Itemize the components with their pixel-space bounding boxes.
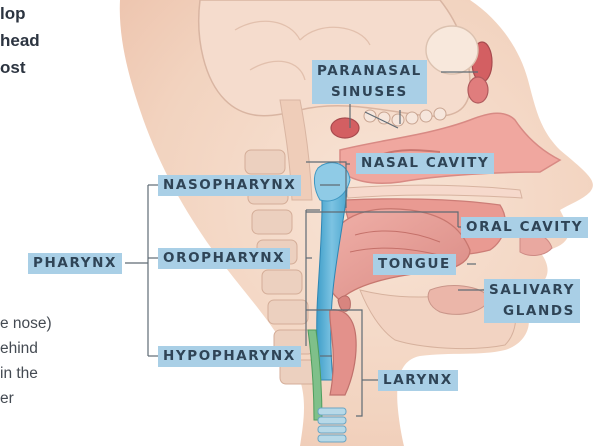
label-oropharynx: OROPHARYNX xyxy=(158,248,290,269)
intro-text-fragment: lop head ost xyxy=(0,0,40,81)
side-text-line: in the xyxy=(0,361,52,386)
label-hypopharynx: HYPOPHARYNX xyxy=(158,346,301,367)
label-salivary-glands: SALIVARY GLANDS xyxy=(484,279,580,323)
intro-line: head xyxy=(0,27,40,54)
eye-socket xyxy=(426,26,478,74)
label-oral-cavity: ORAL CAVITY xyxy=(461,217,588,238)
side-text-fragment: e nose) ehind in the er xyxy=(0,311,52,411)
maxillary-sinus xyxy=(468,77,488,103)
label-tongue: TONGUE xyxy=(373,254,456,275)
side-text-line: e nose) xyxy=(0,311,52,336)
label-pharynx: PHARYNX xyxy=(28,253,122,274)
label-paranasal-sinuses: PARANASAL SINUSES xyxy=(312,60,427,104)
label-paranasal-sinuses-line2: SINUSES xyxy=(317,82,422,103)
label-salivary-glands-line2: GLANDS xyxy=(489,301,575,322)
intro-line: lop xyxy=(0,0,40,27)
label-larynx: LARYNX xyxy=(378,370,458,391)
label-paranasal-sinuses-line1: PARANASAL xyxy=(317,61,422,82)
side-text-line: er xyxy=(0,386,52,411)
label-salivary-glands-line1: SALIVARY xyxy=(489,280,575,301)
label-nasopharynx: NASOPHARYNX xyxy=(158,175,301,196)
label-nasal-cavity: NASAL CAVITY xyxy=(356,153,494,174)
intro-line: ost xyxy=(0,54,40,81)
side-text-line: ehind xyxy=(0,336,52,361)
sphenoid-sinus xyxy=(331,118,359,138)
